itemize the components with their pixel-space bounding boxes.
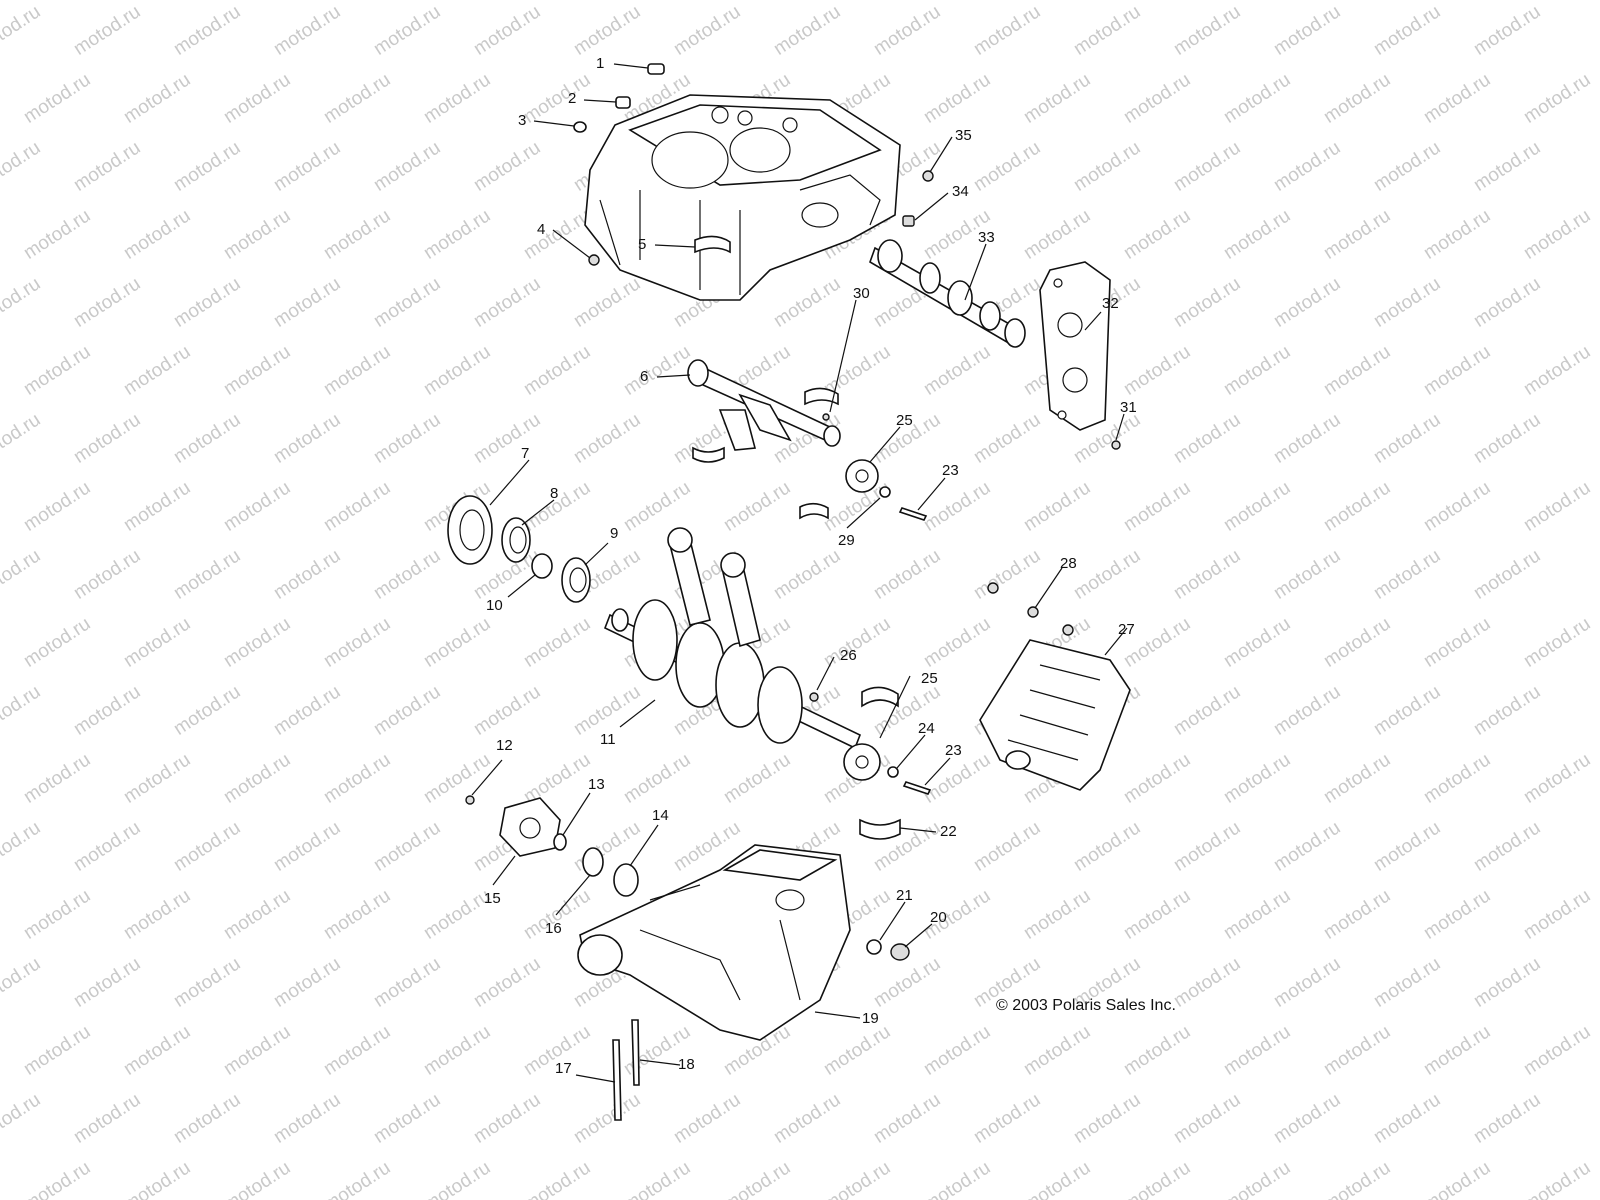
washer-21: [866, 939, 882, 955]
callout-10: 10: [486, 597, 503, 614]
callout-2: 2: [568, 90, 576, 107]
leader-lines: [471, 63, 1128, 1083]
callout-25-upper: 25: [896, 412, 913, 429]
ring-10: [531, 553, 553, 579]
bearing-shell-5: [694, 235, 731, 254]
callout-21: 21: [896, 887, 913, 904]
dowel-pin-1: [647, 63, 665, 75]
bolt-23-lower: [902, 781, 932, 795]
bearing-shell-25a: [861, 686, 899, 708]
washer-24: [887, 766, 899, 778]
washer-29: [879, 486, 891, 498]
upper-crankcase: [584, 94, 901, 301]
balance-shaft: [687, 359, 841, 451]
bolt-28c: [1062, 624, 1074, 636]
callout-13: 13: [588, 776, 605, 793]
bolt-28a: [987, 582, 999, 594]
callout-5: 5: [638, 236, 646, 253]
o-ring-3: [573, 121, 587, 133]
bolt-28b: [1027, 606, 1039, 618]
circlip-14: [613, 863, 639, 897]
callout-6: 6: [640, 368, 648, 385]
callout-32: 32: [1102, 295, 1119, 312]
callout-24: 24: [918, 720, 935, 737]
callout-labels: 1 2 3 4 5 6 7 8 9 10 11 12 13 14 15 16 1…: [484, 55, 1137, 1077]
callout-19: 19: [862, 1010, 879, 1027]
callout-3: 3: [518, 112, 526, 129]
callout-23-lower: 23: [945, 742, 962, 759]
pin-30: [822, 413, 830, 421]
cover-plate-32: [1039, 261, 1111, 431]
callout-1: 1: [596, 55, 604, 72]
callout-8: 8: [550, 485, 558, 502]
callout-17: 17: [555, 1060, 572, 1077]
callout-29: 29: [838, 532, 855, 549]
nut-34: [902, 215, 915, 227]
bolt-18: [631, 1019, 640, 1086]
screw-12: [465, 795, 475, 805]
bearing-shell-lower: [692, 446, 725, 463]
callout-18: 18: [678, 1056, 695, 1073]
crankshaft: [603, 527, 862, 750]
callout-20: 20: [930, 909, 947, 926]
callout-23-upper: 23: [942, 462, 959, 479]
callout-26: 26: [840, 647, 857, 664]
gear-25-upper: [845, 459, 879, 493]
gear-25-lower: [843, 743, 881, 781]
o-ring-13: [553, 833, 567, 851]
callout-14: 14: [652, 807, 669, 824]
callout-16: 16: [545, 920, 562, 937]
callout-30: 30: [853, 285, 870, 302]
dowel-pin-2: [615, 96, 631, 109]
callout-35: 35: [955, 127, 972, 144]
callout-12: 12: [496, 737, 513, 754]
key-26: [809, 692, 819, 702]
callout-4: 4: [537, 221, 545, 238]
copyright-notice: © 2003 Polaris Sales Inc.: [996, 997, 1176, 1014]
callout-9: 9: [610, 525, 618, 542]
callout-34: 34: [952, 183, 969, 200]
pump-cover-15: [499, 797, 561, 857]
bearing-shell-22: [859, 818, 901, 840]
plug-20: [890, 943, 910, 961]
callout-15: 15: [484, 890, 501, 907]
plug-4: [588, 254, 600, 266]
bearing-8: [501, 517, 531, 563]
bolt-23-upper: [898, 507, 928, 521]
callout-27: 27: [1118, 621, 1135, 638]
plug-35: [922, 170, 934, 182]
callout-33: 33: [978, 229, 995, 246]
bearing-9: [561, 557, 591, 603]
bearing-shell-mid: [799, 502, 829, 520]
callout-25-lower: 25: [921, 670, 938, 687]
callout-22: 22: [940, 823, 957, 840]
camshaft: [869, 239, 1026, 348]
screw-31: [1111, 440, 1121, 450]
lower-crankcase: [577, 844, 851, 1041]
callout-31: 31: [1120, 399, 1137, 416]
callout-28: 28: [1060, 555, 1077, 572]
callout-7: 7: [521, 445, 529, 462]
callout-11: 11: [600, 731, 616, 748]
oil-seal-7: [447, 495, 493, 565]
bearing-shell-upper: [804, 387, 839, 406]
bolt-17: [612, 1039, 622, 1121]
plug-16: [582, 847, 604, 877]
oil-strainer-27: [979, 639, 1131, 791]
